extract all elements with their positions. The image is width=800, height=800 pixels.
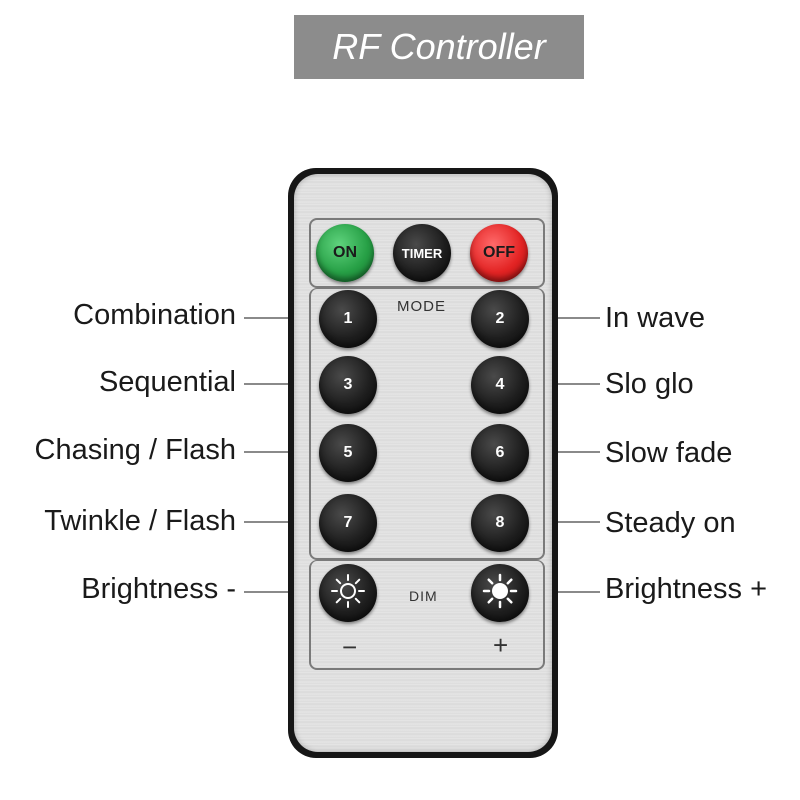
sun-filled-icon	[482, 573, 518, 614]
mode-button-label: 8	[495, 514, 505, 531]
minus-symbol: −	[342, 632, 358, 662]
mode-button-label: 4	[495, 376, 505, 393]
mode-button-6[interactable]: 6	[471, 424, 529, 482]
callout-twinkle-flash: Twinkle / Flash	[44, 505, 236, 537]
dim-panel	[309, 560, 545, 670]
mode-button-label: 7	[343, 514, 353, 531]
rf-remote: ON TIMER OFF MODE 1 2 3 4 5 6 7	[288, 168, 558, 758]
on-button[interactable]: ON	[316, 224, 374, 282]
callout-in-wave: In wave	[605, 302, 705, 334]
callout-brightness-minus: Brightness -	[81, 573, 236, 605]
remote-face: ON TIMER OFF MODE 1 2 3 4 5 6 7	[294, 174, 552, 752]
off-button[interactable]: OFF	[470, 224, 528, 282]
mode-button-label: 3	[343, 376, 353, 393]
callout-sequential: Sequential	[98, 366, 236, 398]
mode-button-label: 6	[495, 444, 505, 461]
mode-button-2[interactable]: 2	[471, 290, 529, 348]
mode-button-5[interactable]: 5	[319, 424, 377, 482]
mode-panel	[309, 288, 545, 560]
mode-button-label: 1	[343, 310, 353, 327]
brightness-minus-button[interactable]	[319, 564, 377, 622]
mode-button-1[interactable]: 1	[319, 290, 377, 348]
mode-button-7[interactable]: 7	[319, 494, 377, 552]
off-button-label: OFF	[483, 244, 515, 261]
on-button-label: ON	[333, 244, 357, 261]
callout-slow-fade: Slow fade	[605, 437, 733, 469]
mode-button-3[interactable]: 3	[319, 356, 377, 414]
callout-brightness-plus: Brightness +	[605, 573, 768, 605]
callout-chasing-flash: Chasing / Flash	[34, 434, 237, 466]
title-banner: RF Controller	[294, 15, 584, 79]
dim-label: DIM	[409, 588, 438, 604]
mode-button-4[interactable]: 4	[471, 356, 529, 414]
mode-button-label: 2	[495, 310, 505, 327]
page-title: RF Controller	[332, 26, 546, 67]
timer-button-label: TIMER	[401, 245, 443, 261]
mode-button-label: 5	[343, 444, 353, 461]
callout-slo-glo: Slo glo	[605, 368, 694, 400]
sun-outline-icon	[330, 573, 366, 614]
mode-button-8[interactable]: 8	[471, 494, 529, 552]
power-panel	[309, 218, 545, 288]
plus-symbol: +	[493, 630, 509, 660]
timer-button[interactable]: TIMER	[393, 224, 451, 282]
mode-label: MODE	[397, 298, 446, 315]
callout-steady-on: Steady on	[605, 507, 736, 539]
callout-combination: Combination	[73, 299, 236, 331]
brightness-plus-button[interactable]	[471, 564, 529, 622]
